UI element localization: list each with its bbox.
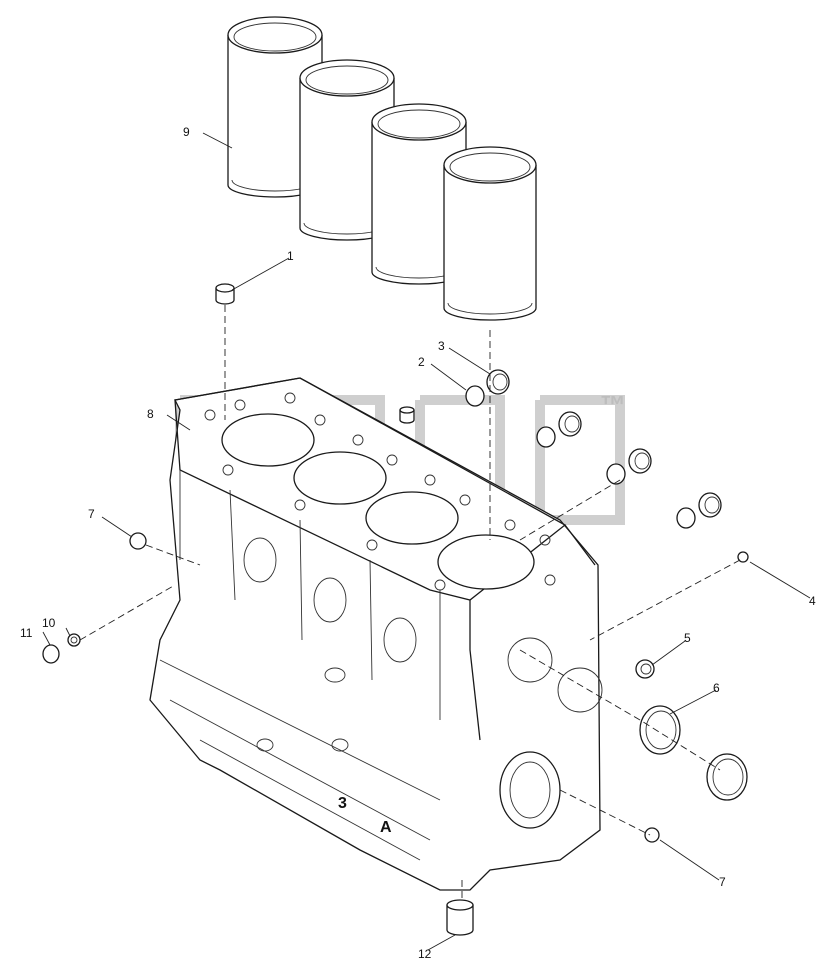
washer-11 [67,633,81,647]
leader-lines [42,132,811,951]
plug-5 [635,659,655,679]
callout-1: 1 [287,249,294,263]
callout-8: 12 [418,947,432,961]
callout-7-right: 7 [719,875,726,889]
callout-labels: 9 1 2 3 8 7 10 11 4 5 6 7 12 [20,125,816,961]
plug-4 [737,551,749,563]
plug-7-left [129,532,147,550]
seal-ring-6b [706,753,748,801]
callout-10: 9 [183,125,190,139]
callout-6: 6 [713,681,720,695]
callout-11: 10 [42,616,56,630]
cylinder-liner-4 [443,146,537,321]
bolt-12 [42,644,60,664]
plug-7-right [644,827,660,843]
callout-3: 3 [438,339,445,353]
seal-ring-6 [639,705,681,755]
cylinder-liner-3 [371,103,467,285]
callout-12: 11 [20,626,33,640]
core-plug-3 [486,369,510,395]
cylinder-bore-1 [221,413,315,467]
trademark-symbol: ™ [600,390,626,420]
dowel-pin-mounted [399,406,415,424]
cylinder-bore-3 [365,491,459,545]
callout-4: 4 [809,594,816,608]
plugs-and-seals [42,369,749,936]
block-mark-3: 3 [338,795,347,812]
cylinder-bore-2 [293,451,387,505]
callout-5: 5 [684,631,691,645]
cylinder-bore-4 [437,534,535,590]
core-plug-2 [465,385,485,407]
cylinder-liner-2 [299,59,395,241]
callout-9: 8 [147,407,154,421]
block-mark-a: A [380,819,392,836]
cylinder-block: A 3 [149,377,603,891]
centre-lines [79,305,741,900]
callout-7-left: 7 [88,507,95,521]
dowel-pin [215,283,235,305]
cylinder-liners [227,16,537,321]
callout-2: 2 [418,355,425,369]
plug-8 [446,899,474,936]
cylinder-liner-1 [227,16,323,198]
